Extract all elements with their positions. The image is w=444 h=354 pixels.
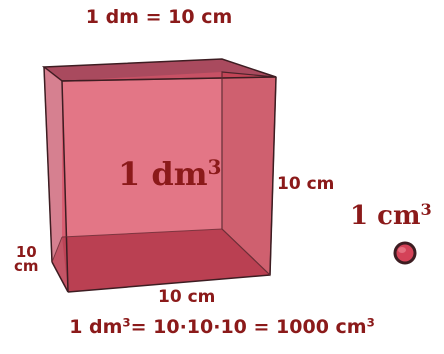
cube-bottom-face xyxy=(52,229,270,292)
small-cube-exponent: 3 xyxy=(420,200,432,220)
formula-left-exponent: 3 xyxy=(122,315,131,330)
cube-edges xyxy=(43,66,277,293)
cube-hidden-edges xyxy=(51,72,271,276)
small-cube-label: 1 cm3 xyxy=(350,200,432,231)
volume-formula: 1 dm3= 10·10·10 = 1000 cm3 xyxy=(0,315,444,338)
small-cube-shape xyxy=(393,241,417,265)
formula-left-base: 1 dm xyxy=(69,316,123,338)
small-cube-base: 1 cm xyxy=(350,201,421,231)
cube-volume-label: 1 dm3 xyxy=(118,155,222,193)
bottom-edge-label: 10 cm xyxy=(158,287,216,307)
formula-right-exponent: 3 xyxy=(366,315,375,330)
depth-edge-label: 10 cm xyxy=(14,243,39,275)
cube-volume-exponent: 3 xyxy=(207,155,222,180)
right-edge-label: 10 cm xyxy=(277,174,335,194)
formula-middle: = 10·10·10 = 1000 cm xyxy=(130,316,367,338)
top-edge-label: 1 dm = 10 cm xyxy=(85,6,233,28)
small-cube-diagram xyxy=(393,241,417,265)
depth-edge-unit: cm xyxy=(14,257,39,275)
cube-volume-base: 1 dm xyxy=(118,155,208,193)
cube-front-face xyxy=(62,72,222,237)
depth-edge-value: 10 xyxy=(15,243,37,261)
